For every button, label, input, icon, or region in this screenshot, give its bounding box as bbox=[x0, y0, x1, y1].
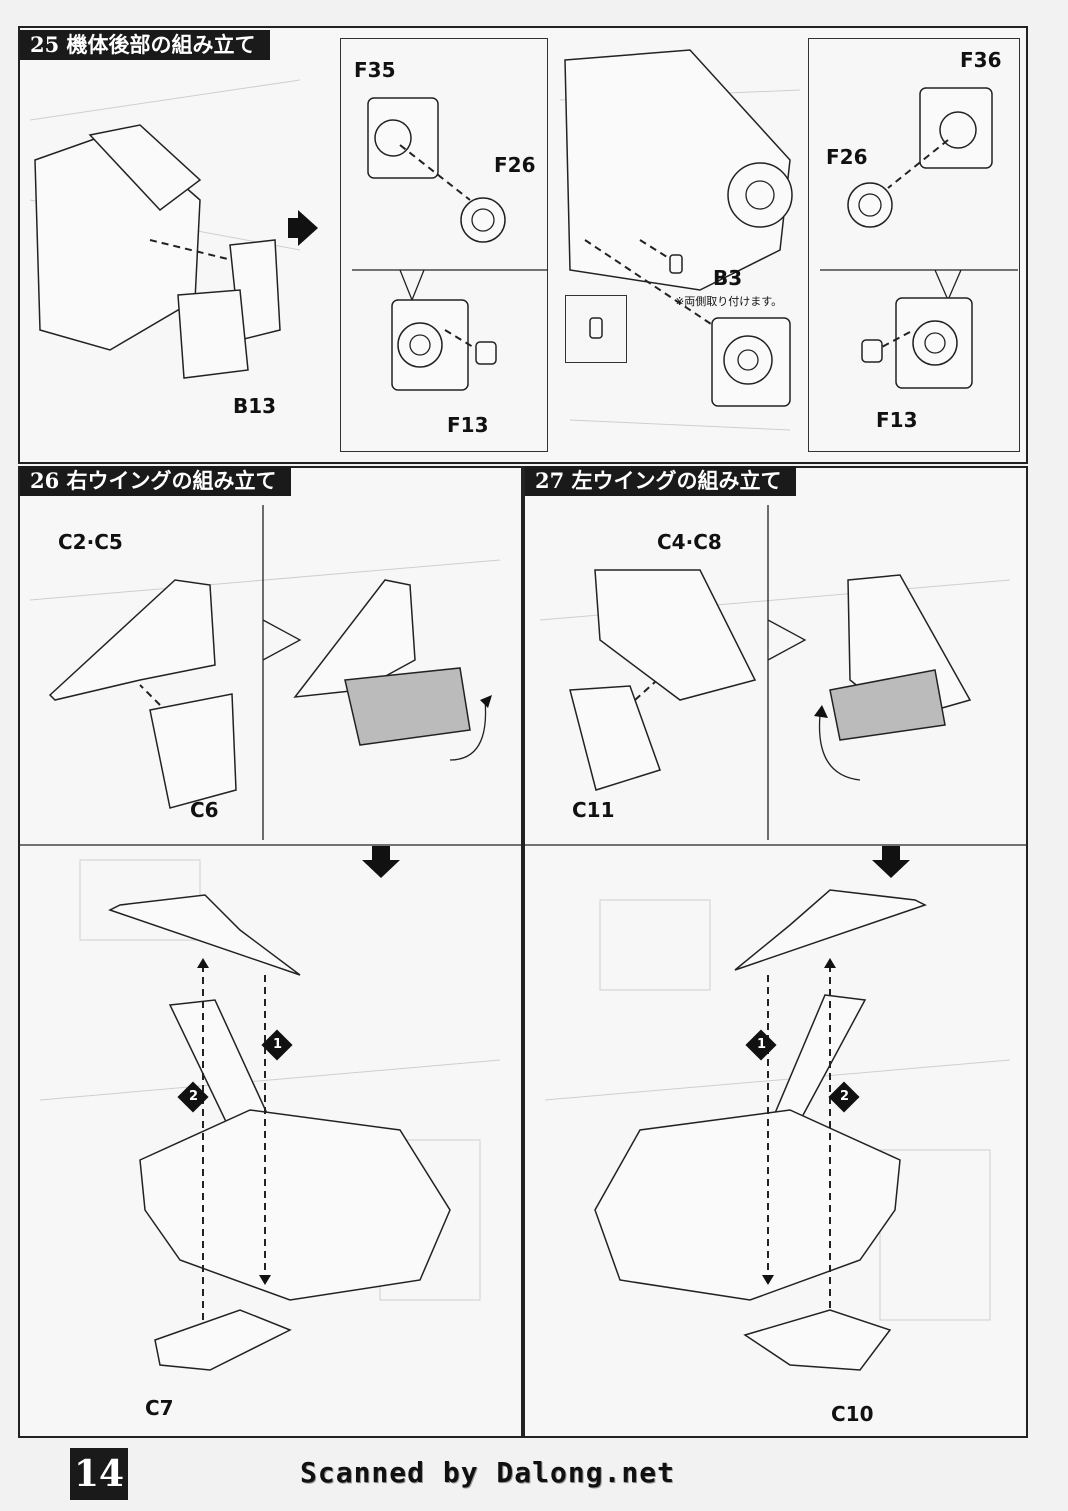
label-c10: C10 bbox=[831, 1402, 874, 1426]
label-f36: F36 bbox=[960, 48, 1002, 72]
panel-f36 bbox=[808, 38, 1020, 452]
page-number: 14 bbox=[70, 1448, 128, 1500]
label-c7: C7 bbox=[145, 1396, 174, 1420]
label-b3: B3 bbox=[713, 266, 743, 290]
label-c4-c8: C4·C8 bbox=[657, 530, 722, 554]
panel-b3 bbox=[565, 295, 627, 363]
panel-f35 bbox=[340, 38, 548, 452]
step-number-2-right: 2 bbox=[189, 1089, 199, 1104]
label-f26-right: F26 bbox=[826, 145, 868, 169]
step-number-2-left: 2 bbox=[840, 1089, 850, 1104]
label-c6: C6 bbox=[190, 798, 219, 822]
step-number-1-left: 1 bbox=[757, 1037, 767, 1052]
label-f13-left: F13 bbox=[447, 413, 489, 437]
note-both-sides: ※両側取り付けます。 bbox=[675, 295, 783, 308]
section-27-title: 27 左ウイングの組み立て bbox=[525, 466, 796, 496]
label-f26-left: F26 bbox=[494, 153, 536, 177]
step-number-1-right: 1 bbox=[273, 1037, 283, 1052]
section-26-title: 26 右ウイングの組み立て bbox=[20, 466, 291, 496]
scan-credit: Scanned by Dalong.net bbox=[300, 1456, 676, 1489]
label-c2-c5: C2·C5 bbox=[58, 530, 123, 554]
label-b13: B13 bbox=[233, 394, 277, 418]
label-f13-right: F13 bbox=[876, 408, 918, 432]
label-f35: F35 bbox=[354, 58, 396, 82]
section-25-title: 25 機体後部の組み立て bbox=[20, 30, 270, 60]
label-c11: C11 bbox=[572, 798, 615, 822]
